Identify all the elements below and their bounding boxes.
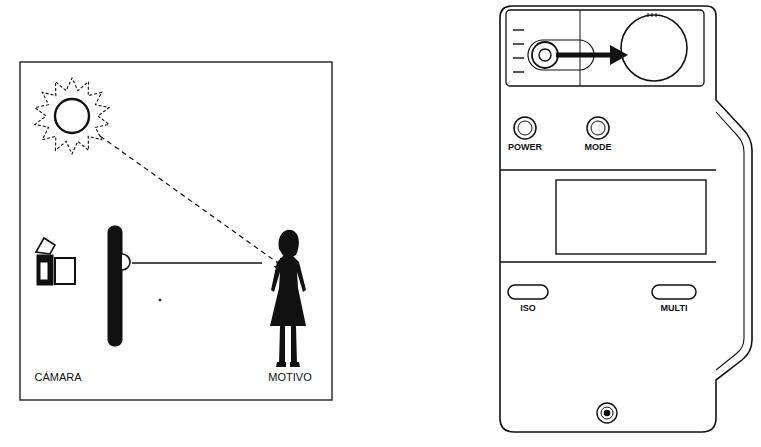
camera-body — [37, 255, 53, 285]
dot — [159, 299, 161, 301]
figure-feet — [276, 362, 300, 367]
mode-button — [587, 117, 609, 139]
button-label: MULTI — [661, 304, 688, 313]
scene-panel — [20, 62, 332, 400]
lcd-display — [556, 180, 706, 254]
display-band-bottom — [500, 261, 716, 262]
camera-lens — [55, 258, 75, 284]
sun-disc — [55, 99, 89, 133]
light-ray — [100, 136, 285, 268]
panel-slots — [513, 30, 524, 72]
sun-symbol — [35, 78, 109, 154]
slide-arrowhead — [610, 45, 628, 65]
meter-body — [108, 226, 122, 346]
figure-legs — [279, 326, 297, 364]
camera-window — [40, 262, 48, 280]
camera-icon — [36, 238, 75, 285]
slot — [513, 43, 524, 44]
meter-icon — [108, 226, 130, 346]
button-label: POWER — [508, 143, 542, 152]
button-label: MODE — [585, 143, 612, 152]
power-button — [514, 117, 536, 139]
device-grip — [716, 112, 744, 370]
receptor-center — [539, 49, 551, 61]
display-band-top — [500, 169, 716, 170]
power-button-inner — [518, 121, 532, 135]
panel-divider — [580, 10, 581, 86]
meter-dome — [122, 254, 130, 270]
sun-rays — [35, 78, 109, 154]
tripod-socket-ring — [601, 407, 613, 419]
mode-button-inner — [591, 121, 605, 135]
measure-line — [132, 262, 262, 263]
device-housing — [500, 6, 752, 432]
figure-head — [279, 230, 299, 257]
panel-frame — [20, 62, 332, 400]
camera-flash — [36, 238, 55, 254]
sensor-panel — [506, 10, 704, 86]
tripod-socket — [597, 403, 617, 423]
figure-dress — [270, 256, 306, 326]
subject-figure — [270, 230, 306, 367]
meter-device — [500, 6, 752, 432]
slot — [513, 57, 524, 58]
slot — [513, 29, 524, 30]
dome-ticks — [648, 13, 656, 17]
slide-arrow — [556, 53, 612, 58]
subject-label: MOTIVO — [268, 372, 311, 383]
tripod-socket-hole — [605, 411, 610, 416]
slot — [513, 71, 524, 72]
iso-button — [508, 285, 548, 299]
camera-label: CÁMARA — [34, 372, 81, 383]
dome-diffuser — [621, 15, 687, 81]
receptor-disc — [532, 42, 558, 68]
button-label: ISO — [520, 304, 536, 313]
multi-button — [652, 285, 696, 299]
